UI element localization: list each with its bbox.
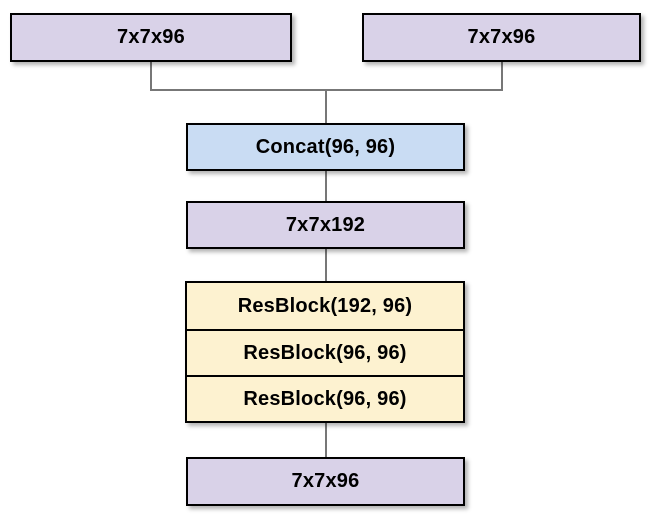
connector-merge-to-concat xyxy=(325,89,327,123)
node-resblock-2: ResBlock(96, 96) xyxy=(187,329,463,375)
connector-input-right-down xyxy=(501,61,503,91)
node-resblock-1: ResBlock(192, 96) xyxy=(187,283,463,329)
node-input-tensor-right: 7x7x96 xyxy=(362,13,641,62)
connector-concat-to-tensor xyxy=(325,171,327,201)
node-concat-output-tensor: 7x7x192 xyxy=(186,201,465,249)
node-concat: Concat(96, 96) xyxy=(186,123,465,171)
node-resblock-3: ResBlock(96, 96) xyxy=(187,375,463,421)
connector-input-left-down xyxy=(150,61,152,91)
node-input-tensor-left: 7x7x96 xyxy=(10,13,292,62)
resblock-stack: ResBlock(192, 96) ResBlock(96, 96) ResBl… xyxy=(185,281,465,423)
connector-tensor-to-resblocks xyxy=(325,249,327,281)
node-output-tensor: 7x7x96 xyxy=(186,457,465,506)
connector-resblocks-to-output xyxy=(325,423,327,457)
